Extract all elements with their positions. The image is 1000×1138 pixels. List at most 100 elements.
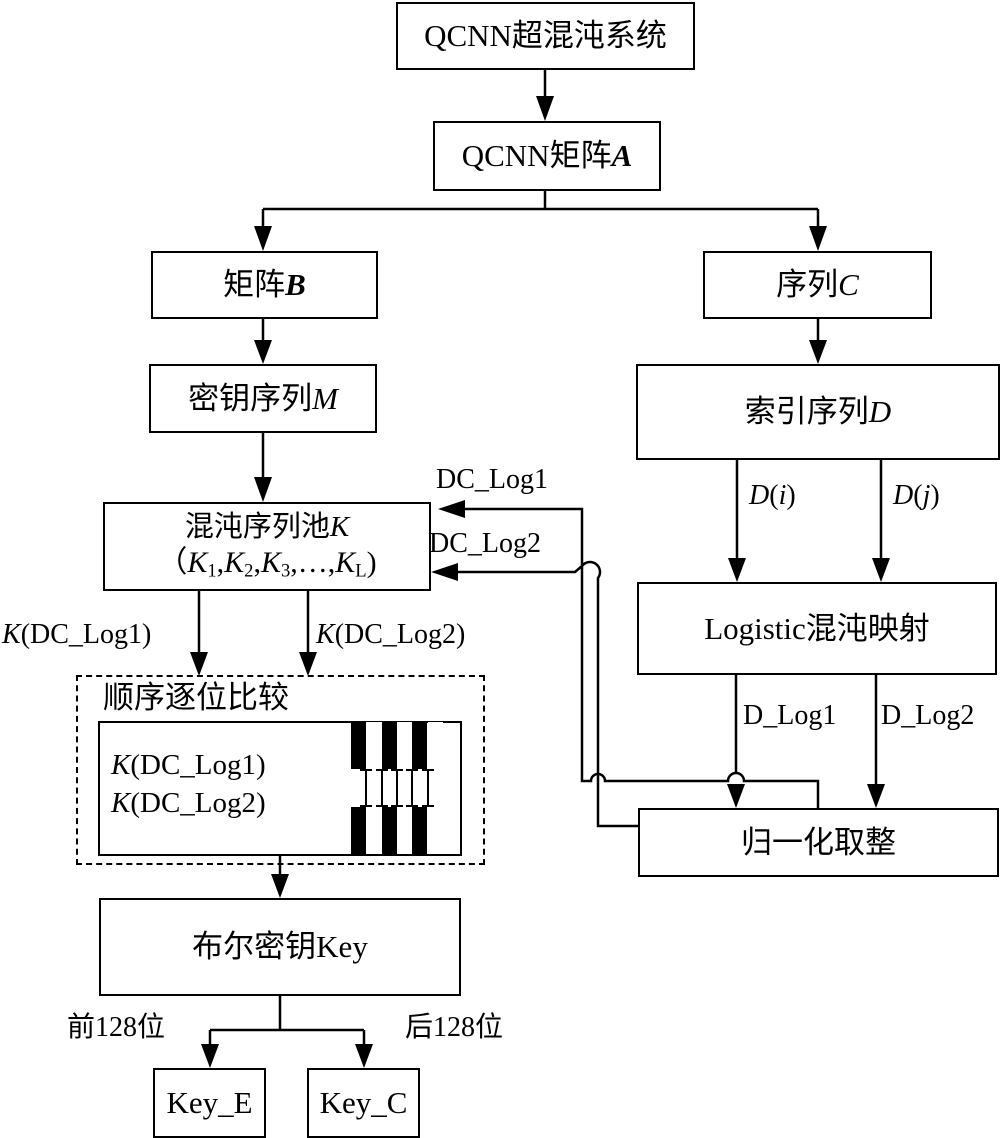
bit-compare-link [426,769,429,807]
bit-cell-bottom [412,807,428,854]
node-qcnn-hyperchaotic-system: QCNN超混沌系统 [396,2,695,70]
node-label: QCNN矩阵 [461,138,612,174]
label-var: K [316,619,335,650]
row-text: (DC_Log1) [130,749,266,781]
pool-k: K [187,545,208,579]
arrowhead [190,652,208,676]
pool-sub: 3 [280,560,291,582]
node-label: Key_C [319,1085,408,1121]
label-var: D [893,480,914,511]
label-d-log1: D_Log1 [743,700,837,731]
bit-cell-bottom [351,807,367,854]
compare-row-2: K(DC_Log2) [111,789,266,818]
edge-dc-log1-feedback [465,507,820,808]
node-key-c: Key_C [307,1068,420,1138]
bit-compare-link [380,769,383,807]
label-text: (DC_Log2) [334,619,466,650]
arrowhead [727,784,745,808]
pool-sep: , [216,545,225,579]
pool-sep: , [253,545,261,579]
node-label: 密钥序列 [188,380,313,416]
pool-title-text: 混沌序列池 [184,511,330,544]
bit-cell-top [351,722,367,769]
arrowhead [728,558,746,582]
bit-compare-cap [375,769,388,771]
arrowhead [536,96,554,121]
bit-compare-cap [421,805,434,807]
pool-k: K [335,545,356,579]
label-dc-log2: DC_Log2 [429,528,541,559]
node-label: Logistic混沌映射 [704,610,930,646]
bit-cell-top [412,722,428,769]
label-index: i [778,480,787,511]
label-k-dc-log1: K(DC_Log1) [2,621,151,649]
arrowhead [299,652,317,676]
arrowhead [355,1044,373,1068]
node-variable: B [285,267,306,303]
pool-elements: （K1,K2,K3,…,KL) [157,545,376,583]
paren-open: （ [157,545,188,579]
label-var: D [749,480,770,511]
label-index: j [922,480,931,511]
label-paren: ) [786,480,796,511]
bit-compare-cap [360,769,373,771]
node-label: 布尔密钥Key [192,929,368,965]
bit-compare-link [411,769,414,807]
arrowhead [201,1044,219,1068]
arrowhead [254,340,272,364]
node-variable: C [838,267,859,303]
bit-compare-cap [406,769,419,771]
label-d-j: D(j) [893,482,940,510]
arrowhead [254,477,272,502]
row-var: K [111,787,131,819]
node-variable: D [868,394,892,430]
compare-row-1: K(DC_Log1) [111,751,266,780]
bit-compare-cap [360,805,373,807]
arrowhead [867,784,885,808]
node-boolean-key: 布尔密钥Key [99,898,461,996]
label-dc-log1: DC_Log1 [436,464,548,495]
edge-dc-log2-feedback [458,560,638,828]
pool-title: 混沌序列池K [185,510,349,545]
node-label: 矩阵 [223,267,286,303]
node-key-e: Key_E [153,1068,266,1138]
pool-sub: L [355,560,367,582]
bit-compare-cap [390,805,403,807]
bit-comparison-graphic [351,722,443,854]
bit-cell-bottom [427,807,443,854]
group-sequential-bit-compare [76,675,485,865]
label-k-dc-log2: K(DC_Log2) [316,621,465,649]
arrowhead [254,226,272,251]
arrowhead [809,226,827,251]
arrowhead [431,563,458,581]
bit-compare-link [395,769,398,807]
pool-sub: 2 [244,560,254,582]
bit-compare-cap [390,769,403,771]
node-label: 索引序列 [744,394,869,430]
bit-compare-cap [421,769,434,771]
pool-sub: 1 [207,560,217,582]
label-d-i: D(i) [749,482,796,510]
label-var: K [2,619,21,650]
pool-k: K [224,545,245,579]
node-label: 归一化取整 [741,824,896,860]
pool-sep: ,…, [290,545,336,579]
node-logistic-chaos-map: Logistic混沌映射 [637,582,997,675]
label-d-log2: D_Log2 [881,700,975,731]
label-paren: ( [769,480,779,511]
arrowhead [872,558,890,582]
arrowhead [271,874,289,898]
bit-cell-top [381,722,397,769]
label-last-128-bits: 后128位 [405,1012,504,1043]
arrowhead [809,340,827,364]
node-chaos-sequence-pool: 混沌序列池K （K1,K2,K3,…,KL) [103,502,431,591]
arrowhead [438,500,465,518]
bit-cell-top [366,722,382,769]
bit-compare-link [365,769,368,807]
